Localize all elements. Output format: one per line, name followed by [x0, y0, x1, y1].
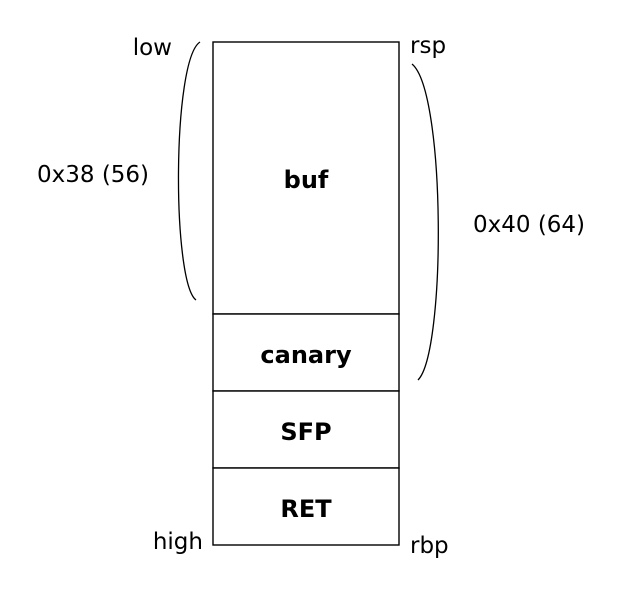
rbp-label: rbp: [410, 533, 449, 559]
stack-cell-label: SFP: [280, 418, 331, 446]
stack-cell-label: buf: [284, 166, 329, 194]
low-address-label: low: [133, 35, 172, 61]
stack-cell-label: canary: [260, 341, 352, 369]
buf-size-label: 0x38 (56): [37, 162, 149, 188]
stack-column: buf canary SFP RET: [212, 41, 400, 546]
rsp-label: rsp: [410, 33, 446, 59]
right-bracket: [411, 63, 439, 381]
stack-cell-canary: canary: [212, 313, 400, 392]
left-bracket: [177, 41, 201, 301]
stack-cell-ret: RET: [212, 467, 400, 546]
stack-cell-buf: buf: [212, 41, 400, 315]
high-address-label: high: [153, 529, 203, 555]
stack-cell-sfp: SFP: [212, 390, 400, 469]
stack-cell-label: RET: [280, 495, 332, 523]
buf-to-sfp-offset-label: 0x40 (64): [473, 212, 585, 238]
